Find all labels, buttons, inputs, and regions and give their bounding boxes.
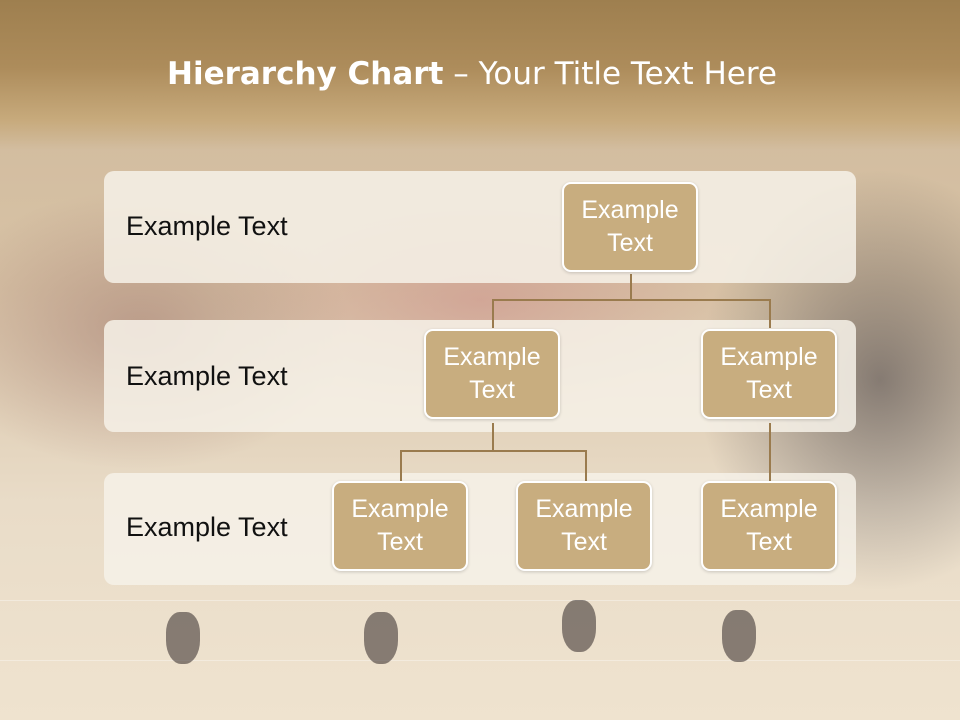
shoe-shape	[166, 612, 200, 664]
hierarchy-node-level3-a[interactable]: Example Text	[332, 481, 468, 571]
connector-to-l3-a	[400, 450, 402, 481]
node-text-line2: Text	[561, 528, 607, 556]
node-text-line2: Text	[377, 528, 423, 556]
connector-to-l3-b	[585, 450, 587, 481]
node-text-line1: Example	[535, 495, 633, 523]
connector-to-left-child	[492, 299, 494, 328]
shoe-shape	[722, 610, 756, 662]
level-label-2: Example Text	[126, 361, 288, 391]
connector-to-right-child	[769, 299, 771, 328]
level-label-1: Example Text	[126, 211, 288, 241]
floor-tile-line	[0, 600, 960, 601]
slide-title: Hierarchy Chart – Your Title Text Here	[0, 56, 944, 92]
shoe-shape	[562, 600, 596, 652]
node-text-line1: Example	[720, 495, 818, 523]
node-text-line2: Text	[746, 376, 792, 404]
floor-tile-line	[0, 660, 960, 661]
title-bold-part: Hierarchy Chart	[167, 56, 444, 92]
connector-level2-horizontal	[492, 299, 771, 301]
node-text-line1: Example	[351, 495, 449, 523]
hierarchy-node-level3-b[interactable]: Example Text	[516, 481, 652, 571]
title-rest-part: – Your Title Text Here	[443, 56, 777, 92]
connector-left-down	[492, 423, 494, 451]
title-bar	[0, 0, 960, 150]
connector-root-down	[630, 274, 632, 300]
connector-level3-horizontal	[400, 450, 587, 452]
connector-to-l3-c	[769, 423, 771, 481]
node-text-line1: Example	[443, 343, 541, 371]
shoe-shape	[364, 612, 398, 664]
level-label-3: Example Text	[126, 512, 288, 542]
node-text-line2: Text	[607, 229, 653, 257]
node-text-line2: Text	[469, 376, 515, 404]
node-text-line2: Text	[746, 528, 792, 556]
hierarchy-node-level2-left[interactable]: Example Text	[424, 329, 560, 419]
node-text-line1: Example	[581, 196, 679, 224]
hierarchy-node-root[interactable]: Example Text	[562, 182, 698, 272]
node-text-line1: Example	[720, 343, 818, 371]
hierarchy-node-level2-right[interactable]: Example Text	[701, 329, 837, 419]
hierarchy-node-level3-c[interactable]: Example Text	[701, 481, 837, 571]
level-band-1	[104, 171, 856, 283]
